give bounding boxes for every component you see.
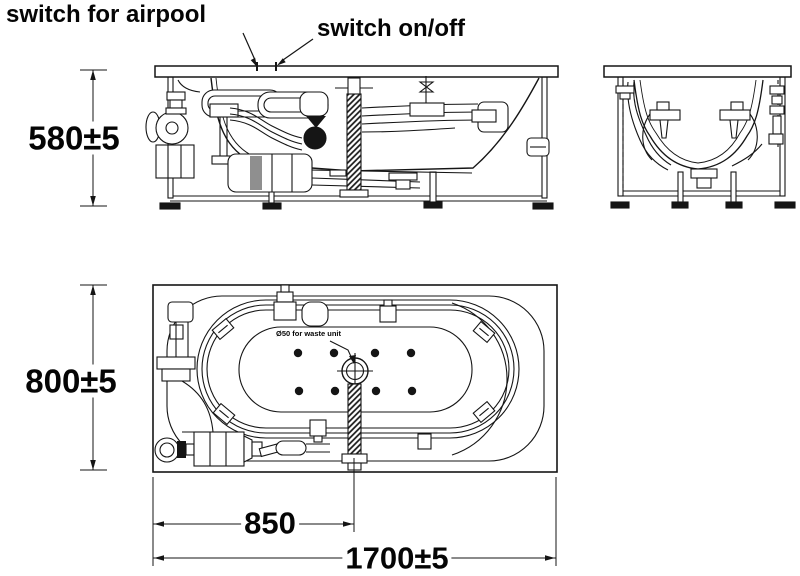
air-blower <box>145 79 201 179</box>
end-view <box>603 65 796 209</box>
air-jet-dots <box>293 348 417 396</box>
end-drain <box>690 168 718 189</box>
side-rim <box>154 65 559 78</box>
top-view <box>152 284 558 473</box>
end-rim <box>603 65 792 78</box>
end-basin <box>633 79 764 170</box>
dimension-label-length: 1700±5 <box>342 542 452 574</box>
top-plumbing <box>154 301 330 467</box>
dimension-label-drain-offset: 850 <box>241 507 299 539</box>
deck-valve <box>273 284 329 327</box>
end-plumbing <box>615 80 785 189</box>
small-valve <box>418 76 435 103</box>
end-feet <box>610 201 796 209</box>
dimension-label-height: 580±5 <box>25 121 123 155</box>
end-jet-right <box>719 101 758 161</box>
top-pump <box>154 431 330 467</box>
callout-leaders <box>242 32 314 67</box>
callout-switch-onoff: switch on/off <box>317 15 465 42</box>
side-view <box>145 62 559 210</box>
side-plumbing <box>145 76 550 193</box>
rim-switches <box>256 62 277 71</box>
callout-switch-airpool: switch for airpool <box>6 1 207 28</box>
dimension-label-width: 800±5 <box>22 364 120 398</box>
waste-unit-annotation: Ø50 for waste unit <box>276 329 342 338</box>
side-feet <box>159 201 554 210</box>
end-jet-left <box>642 101 681 161</box>
drain-standpipe <box>335 77 373 198</box>
wall-jets <box>211 299 496 450</box>
waste-note-leader <box>329 340 356 364</box>
